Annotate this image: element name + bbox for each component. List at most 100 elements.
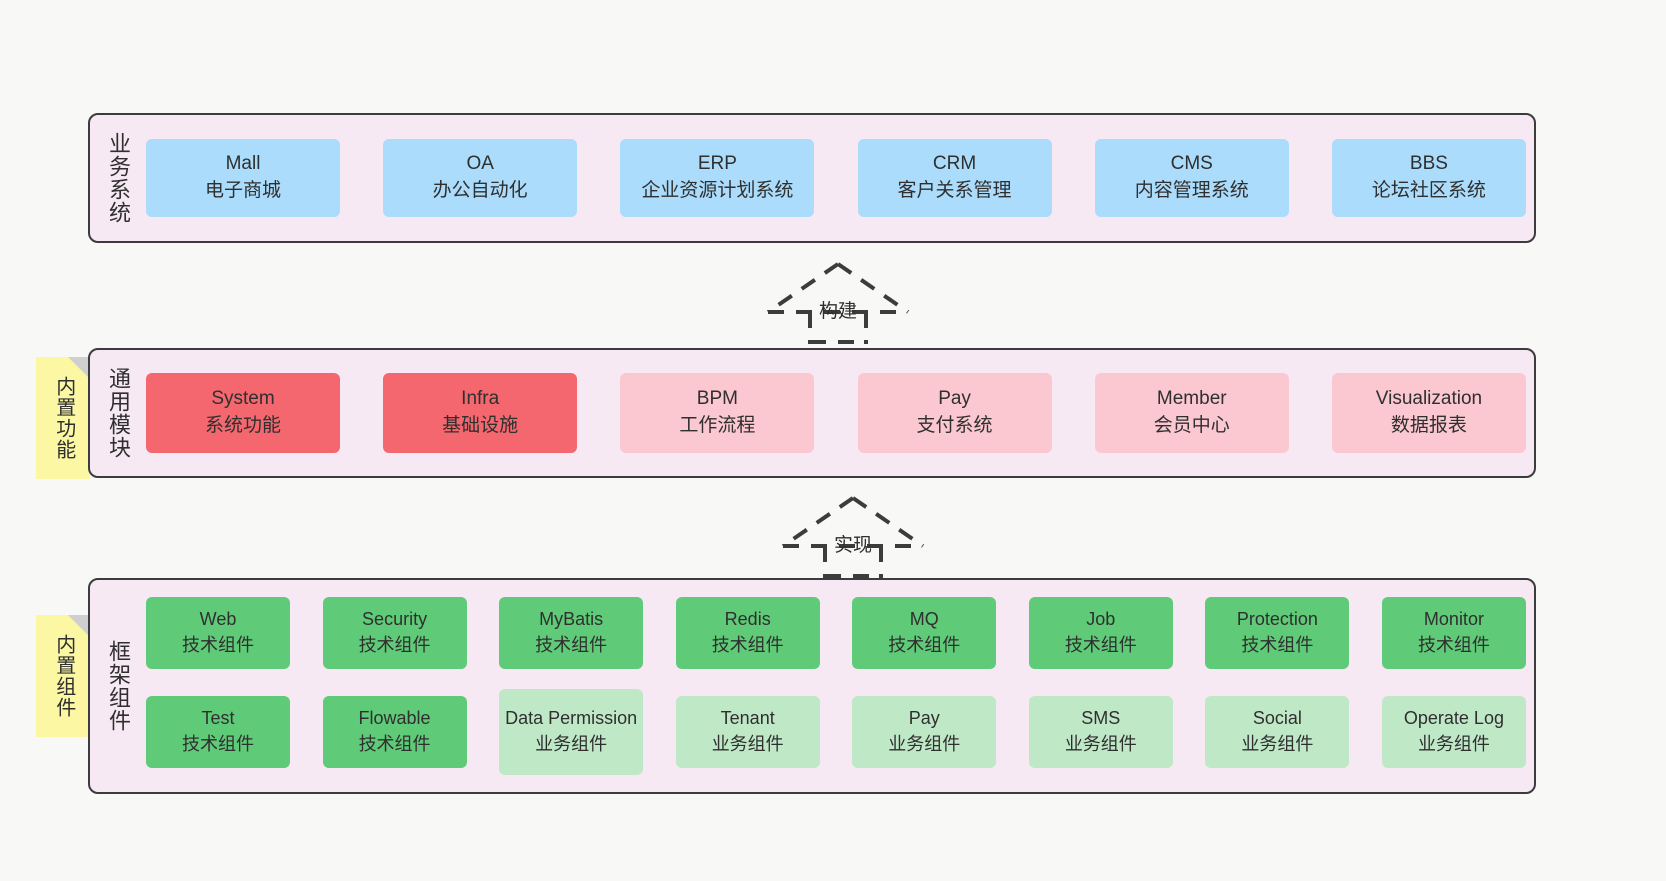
sticky-fold-icon [68, 357, 90, 379]
card-data-permission-subtitle: 业务组件 [535, 734, 608, 754]
card-data-permission-title: Data Permission [505, 708, 638, 729]
card-security-title: Security [362, 609, 428, 630]
card-infra-subtitle: 基础设施 [442, 415, 519, 436]
framework-components-grid: Web 技术组件 Security 技术组件 MyBatis 技术组件 Redi… [146, 580, 1534, 792]
arrow-implement: 实现 [763, 492, 943, 578]
card-web-subtitle: 技术组件 [182, 635, 254, 655]
card-member[interactable]: Member 会员中心 [1094, 373, 1289, 453]
card-monitor[interactable]: Monitor 技术组件 [1381, 597, 1526, 669]
card-erp-subtitle: 企业资源计划系统 [641, 180, 794, 201]
card-pay-module[interactable]: Pay 支付系统 [857, 373, 1052, 453]
card-visualization[interactable]: Visualization 数据报表 [1331, 373, 1526, 453]
card-operate-log-title: Operate Log [1403, 708, 1504, 729]
card-test-subtitle: 技术组件 [182, 734, 254, 754]
common-modules-layer: 通用模块 System 系统功能 Infra 基础设施 BPM 工作流程 Pay… [88, 348, 1536, 478]
card-infra[interactable]: Infra 基础设施 [383, 373, 578, 453]
card-erp[interactable]: ERP 企业资源计划系统 [620, 139, 815, 217]
card-cms-title: CMS [1170, 153, 1213, 175]
business-systems-layer: 业务系统 Mall 电子商城 OA 办公自动化 ERP 企业资源计划系统 CRM… [88, 113, 1536, 243]
card-crm[interactable]: CRM 客户关系管理 [857, 139, 1052, 217]
card-erp-title: ERP [697, 153, 737, 175]
card-operate-log[interactable]: Operate Log 业务组件 [1381, 696, 1526, 768]
card-pay-component-title: Pay [908, 708, 940, 729]
card-security[interactable]: Security 技术组件 [322, 597, 467, 669]
card-mq-title: MQ [909, 609, 939, 630]
card-mall-subtitle: 电子商城 [204, 180, 281, 201]
card-web-title: Web [199, 609, 237, 630]
card-test[interactable]: Test 技术组件 [146, 696, 290, 768]
card-mall[interactable]: Mall 电子商城 [146, 139, 340, 217]
card-bpm-subtitle: 工作流程 [679, 415, 756, 436]
card-bpm-title: BPM [696, 388, 738, 410]
card-sms[interactable]: SMS 业务组件 [1028, 696, 1173, 768]
sticky-note-builtin-components: 内置组件 [36, 615, 90, 737]
card-data-permission[interactable]: Data Permission 业务组件 [499, 689, 644, 775]
framework-business-row: Test 技术组件 Flowable 技术组件 Data Permission … [146, 689, 1526, 775]
sticky-fold-icon [68, 615, 90, 637]
card-protection-title: Protection [1236, 609, 1318, 630]
card-mybatis[interactable]: MyBatis 技术组件 [499, 597, 644, 669]
card-tenant-subtitle: 业务组件 [711, 734, 784, 754]
card-member-subtitle: 会员中心 [1153, 415, 1230, 436]
sticky-note-builtin-features-label: 内置功能 [52, 376, 75, 460]
card-infra-title: Infra [461, 388, 500, 410]
card-cms[interactable]: CMS 内容管理系统 [1094, 139, 1289, 217]
card-bbs[interactable]: BBS 论坛社区系统 [1331, 139, 1526, 217]
card-pay-module-title: Pay [938, 388, 971, 410]
card-pay-component[interactable]: Pay 业务组件 [852, 696, 997, 768]
arrow-implement-label: 实现 [833, 535, 873, 556]
card-system[interactable]: System 系统功能 [146, 373, 340, 453]
card-cms-subtitle: 内容管理系统 [1134, 180, 1249, 201]
card-sms-title: SMS [1081, 708, 1121, 729]
card-mq[interactable]: MQ 技术组件 [852, 597, 997, 669]
card-job[interactable]: Job 技术组件 [1028, 597, 1173, 669]
common-modules-card-row: System 系统功能 Infra 基础设施 BPM 工作流程 Pay 支付系统… [146, 350, 1534, 476]
card-bpm[interactable]: BPM 工作流程 [620, 373, 815, 453]
card-operate-log-subtitle: 业务组件 [1417, 734, 1490, 754]
card-pay-module-subtitle: 支付系统 [916, 415, 993, 436]
card-oa[interactable]: OA 办公自动化 [383, 139, 578, 217]
card-redis-title: Redis [724, 609, 771, 630]
card-oa-title: OA [466, 153, 494, 175]
card-web[interactable]: Web 技术组件 [146, 597, 290, 669]
card-monitor-subtitle: 技术组件 [1417, 635, 1490, 655]
card-visualization-title: Visualization [1375, 388, 1483, 410]
card-system-subtitle: 系统功能 [204, 415, 281, 436]
sticky-note-builtin-features: 内置功能 [36, 357, 90, 479]
card-flowable[interactable]: Flowable 技术组件 [322, 696, 467, 768]
card-member-title: Member [1156, 388, 1227, 410]
card-social-title: Social [1252, 708, 1302, 729]
card-mybatis-title: MyBatis [539, 609, 604, 630]
card-job-subtitle: 技术组件 [1064, 635, 1137, 655]
card-flowable-title: Flowable [358, 708, 431, 729]
common-modules-layer-title: 通用模块 [105, 367, 131, 459]
arrow-build: 构建 [748, 258, 928, 344]
arrow-build-label: 构建 [818, 301, 858, 322]
card-job-title: Job [1086, 609, 1116, 630]
card-oa-subtitle: 办公自动化 [432, 180, 528, 201]
card-social[interactable]: Social 业务组件 [1205, 696, 1350, 768]
card-flowable-subtitle: 技术组件 [358, 734, 431, 754]
card-redis-subtitle: 技术组件 [711, 635, 784, 655]
card-mybatis-subtitle: 技术组件 [535, 635, 608, 655]
card-tenant-title: Tenant [720, 708, 775, 729]
card-redis[interactable]: Redis 技术组件 [675, 597, 820, 669]
card-tenant[interactable]: Tenant 业务组件 [675, 696, 820, 768]
card-system-title: System [211, 388, 275, 410]
card-security-subtitle: 技术组件 [358, 635, 431, 655]
business-systems-card-row: Mall 电子商城 OA 办公自动化 ERP 企业资源计划系统 CRM 客户关系… [146, 115, 1534, 241]
framework-components-layer: 框架组件 Web 技术组件 Security 技术组件 MyBatis 技术组件… [88, 578, 1536, 794]
card-sms-subtitle: 业务组件 [1064, 734, 1137, 754]
card-protection-subtitle: 技术组件 [1241, 635, 1314, 655]
card-mq-subtitle: 技术组件 [888, 635, 961, 655]
card-crm-subtitle: 客户关系管理 [897, 180, 1012, 201]
card-visualization-subtitle: 数据报表 [1390, 415, 1467, 436]
sticky-note-builtin-components-label: 内置组件 [52, 634, 75, 718]
card-mall-title: Mall [225, 153, 261, 175]
card-social-subtitle: 业务组件 [1241, 734, 1314, 754]
framework-tech-row: Web 技术组件 Security 技术组件 MyBatis 技术组件 Redi… [146, 597, 1526, 669]
framework-components-layer-title: 框架组件 [105, 640, 131, 732]
business-systems-layer-title: 业务系统 [105, 132, 131, 224]
card-protection[interactable]: Protection 技术组件 [1205, 597, 1350, 669]
